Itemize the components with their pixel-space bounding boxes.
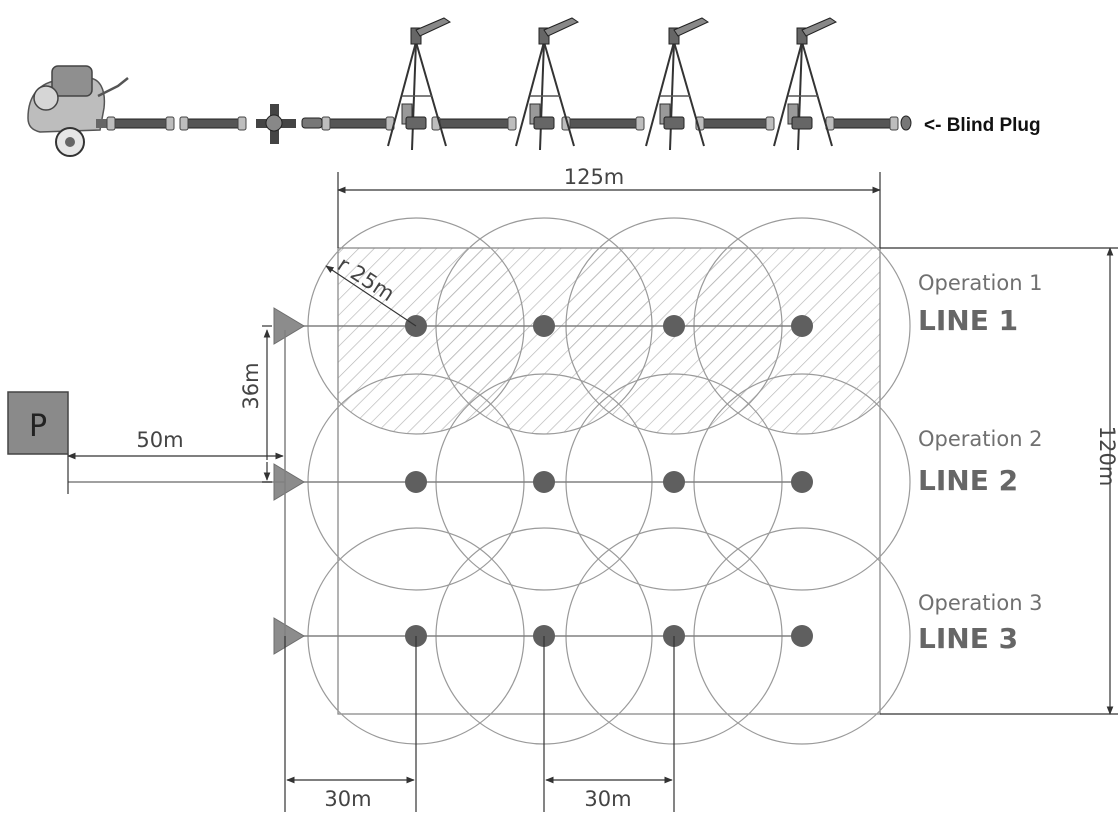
pump-box: P <box>7 391 69 455</box>
operation-3-label: Operation 3 <box>918 591 1043 615</box>
sprinkler-gun-icon <box>645 17 710 151</box>
main-supply-pipe <box>68 330 286 636</box>
operation-1-label: Operation 1 <box>918 271 1043 295</box>
sprinkler-gun-icon <box>515 17 580 151</box>
equipment-row: <- Blind Plug <box>27 17 1041 157</box>
line-3-label: LINE 3 <box>918 622 1018 655</box>
hatch-circle-4 <box>694 248 880 434</box>
blind-plug-icon <box>900 115 912 131</box>
pump-distance-label: 50m <box>136 428 183 452</box>
blind-plug-label: <- Blind Plug <box>924 115 1041 136</box>
field-boundary <box>337 247 881 715</box>
edge-spacing-label: 30m <box>324 787 371 811</box>
line-spacing-label: 36m <box>239 362 263 409</box>
sprinkler-gun-icon <box>773 17 838 151</box>
sprinkler-spacing-label: 30m <box>584 787 631 811</box>
sprinkler-tripods <box>387 17 838 151</box>
sprinkler-gun-icon <box>387 17 452 151</box>
sprinkler-line1-4 <box>791 315 813 337</box>
pump-label: P <box>29 409 47 444</box>
width-dimension-label: 125m <box>564 165 625 189</box>
valve-icon <box>273 307 305 345</box>
sprinkler-line2-2 <box>533 471 555 493</box>
operation-2-label: Operation 2 <box>918 427 1043 451</box>
sprinkler-line2-1 <box>405 471 427 493</box>
pump-unit-icon <box>27 65 129 157</box>
valve-icon <box>273 617 305 655</box>
sprinkler-line1-2 <box>533 315 555 337</box>
height-dimension-label: 120m <box>1095 426 1119 487</box>
dimension-lines <box>67 172 1118 812</box>
sprinkler-line1-3 <box>663 315 685 337</box>
sprinkler-line2-4 <box>791 471 813 493</box>
line-2-label: LINE 2 <box>918 464 1018 497</box>
cross-valve-icon <box>256 104 323 144</box>
pipe-segments <box>111 118 895 129</box>
line-1-label: LINE 1 <box>918 304 1018 337</box>
line-1-coverage-hatch <box>338 248 880 434</box>
sprinkler-line2-3 <box>663 471 685 493</box>
sprinkler-line3-4 <box>791 625 813 647</box>
